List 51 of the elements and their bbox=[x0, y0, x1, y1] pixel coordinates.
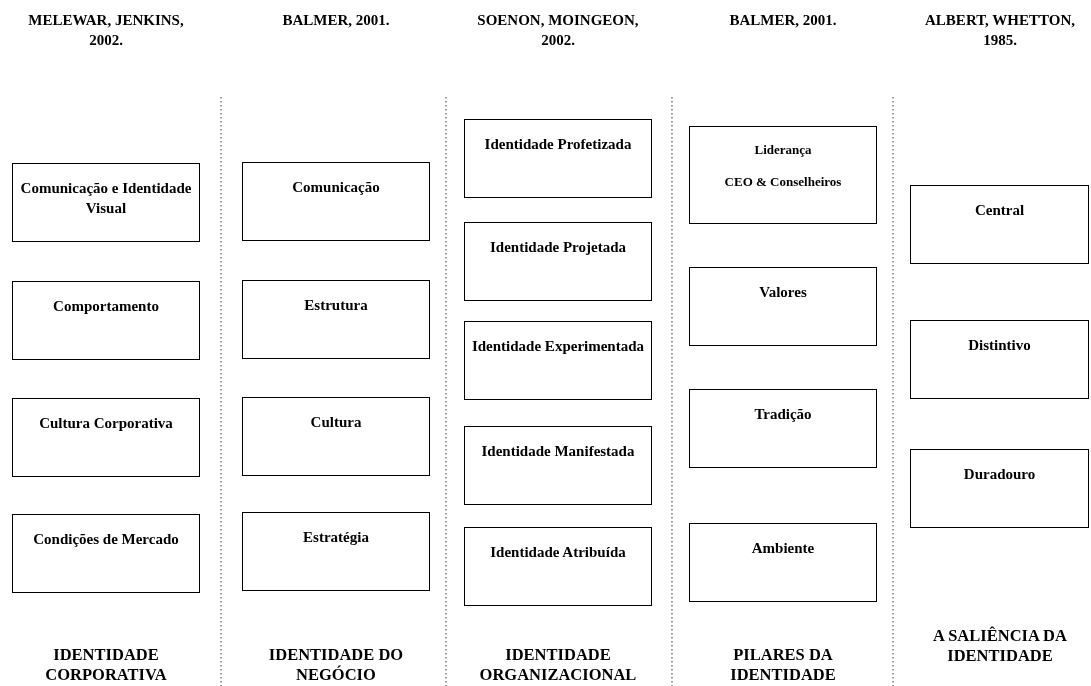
box-label: Identidade Atribuída bbox=[489, 543, 627, 562]
box-label: Identidade Profetizada bbox=[483, 135, 633, 154]
text-box bbox=[12, 514, 200, 593]
box-label: Estratégia bbox=[302, 528, 370, 547]
text-box bbox=[12, 281, 200, 360]
box-label: Identidade Projetada bbox=[489, 238, 627, 257]
box-label: Distintivo bbox=[967, 336, 1032, 355]
box-label: Identidade Manifestada bbox=[480, 442, 636, 461]
text-box bbox=[242, 162, 430, 241]
box-label: Estrutura bbox=[303, 296, 369, 315]
text-box bbox=[242, 397, 430, 476]
box-label: Comportamento bbox=[52, 297, 160, 316]
category-label: A SALIÊNCIA DA IDENTIDADE bbox=[932, 626, 1068, 666]
text-box bbox=[689, 523, 877, 602]
text-box bbox=[242, 280, 430, 359]
text-box bbox=[464, 426, 652, 505]
text-box bbox=[242, 512, 430, 591]
box-label: Identidade Experimentada bbox=[470, 337, 646, 356]
box-label: Comunicação bbox=[291, 178, 381, 197]
text-box bbox=[464, 527, 652, 606]
box-label: Central bbox=[973, 201, 1026, 220]
text-box bbox=[910, 320, 1089, 399]
text-box bbox=[12, 398, 200, 477]
text-box bbox=[464, 222, 652, 301]
text-box bbox=[910, 185, 1089, 264]
box-label: Cultura bbox=[309, 413, 363, 432]
author-heading: BALMER, 2001. bbox=[728, 11, 838, 30]
category-label: IDENTIDADE DO NEGÓCIO bbox=[267, 645, 405, 685]
author-heading: SOENON, MOINGEON, 2002. bbox=[476, 11, 640, 50]
category-label: IDENTIDADE ORGANIZACIONAL bbox=[478, 645, 638, 685]
author-heading: ALBERT, WHETTON, 1985. bbox=[924, 11, 1076, 50]
text-box bbox=[464, 119, 652, 198]
text-box bbox=[689, 267, 877, 346]
box-label: Ambiente bbox=[750, 539, 816, 558]
box-label: Comunicação e Identidade Visual bbox=[19, 179, 193, 218]
box-label: Duradouro bbox=[962, 465, 1037, 484]
text-box bbox=[689, 389, 877, 468]
box-label: Valores bbox=[758, 283, 808, 302]
text-box bbox=[12, 163, 200, 242]
category-label: IDENTIDADE CORPORATIVA bbox=[44, 645, 168, 685]
box-label: Tradição bbox=[753, 405, 813, 424]
box-label: Condições de Mercado bbox=[32, 530, 180, 549]
text-box bbox=[910, 449, 1089, 528]
box-label: Liderança bbox=[753, 141, 813, 159]
box-label: Cultura Corporativa bbox=[38, 414, 174, 433]
category-label: PILARES DA IDENTIDADE bbox=[729, 645, 837, 685]
text-box bbox=[689, 126, 877, 224]
author-heading: BALMER, 2001. bbox=[281, 11, 391, 30]
box-label: CEO & Conselheiros bbox=[723, 173, 843, 191]
author-heading: MELEWAR, JENKINS, 2002. bbox=[27, 11, 185, 50]
text-box bbox=[464, 321, 652, 400]
